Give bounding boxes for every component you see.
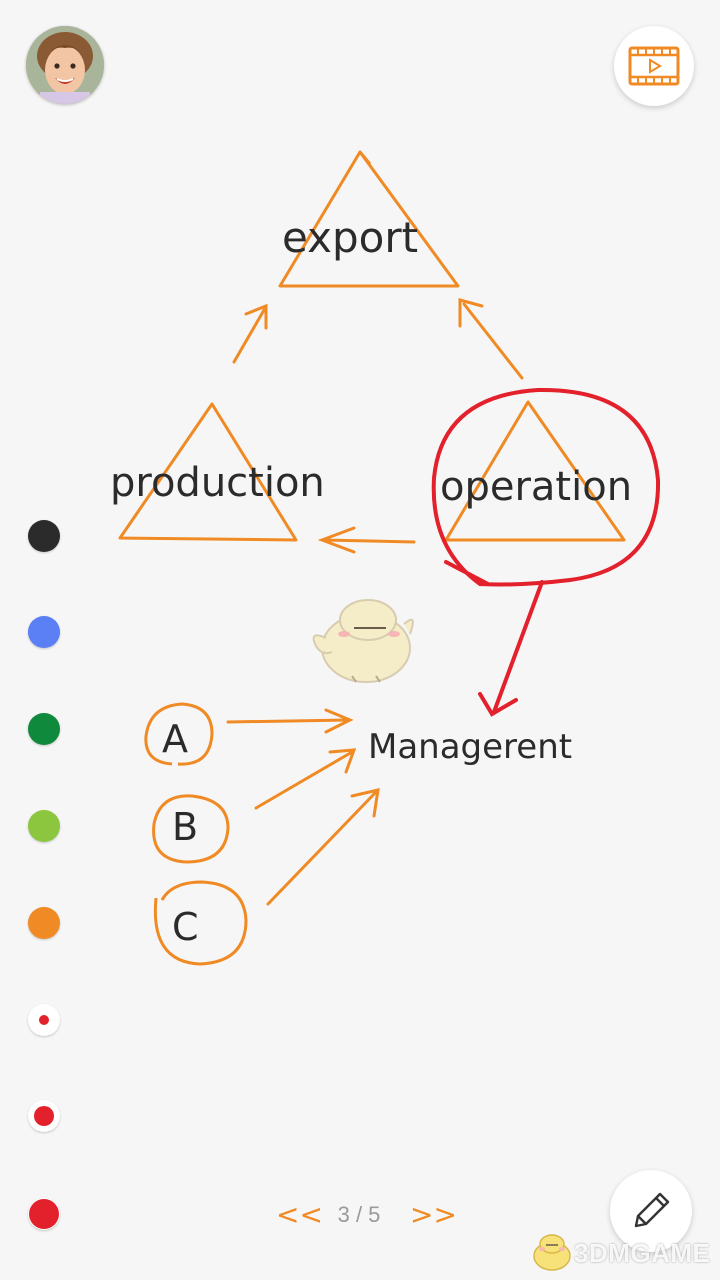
edit-button[interactable] [610, 1170, 692, 1252]
arrow-b [254, 748, 357, 810]
color-swatch-black[interactable] [28, 520, 60, 552]
label-operation: operation [440, 464, 632, 510]
pencil-icon [634, 1192, 670, 1228]
label-a: A [162, 717, 188, 761]
label-export: export [282, 213, 418, 262]
prev-page-button[interactable]: << [276, 1198, 323, 1231]
arrow-production-export [232, 303, 268, 364]
red-circle [431, 387, 661, 587]
color-swatch-orange[interactable] [28, 907, 60, 939]
brush-size-medium[interactable] [28, 1100, 60, 1132]
label-b: B [172, 805, 198, 849]
mascot-logo-icon [533, 1234, 571, 1271]
brush-size-small[interactable] [28, 1004, 60, 1036]
color-swatch-blue[interactable] [28, 616, 60, 648]
label-production: production [110, 460, 325, 506]
color-palette [24, 516, 64, 1236]
video-play-icon [628, 46, 680, 86]
brush-size-large[interactable] [28, 1198, 60, 1230]
video-button[interactable] [614, 26, 694, 106]
arrow-c [266, 788, 380, 906]
next-page-button[interactable]: >> [410, 1198, 457, 1231]
color-swatch-dark-green[interactable] [28, 713, 60, 745]
red-arrow [478, 580, 544, 717]
arrow-a [226, 708, 354, 734]
operation-triangle [444, 400, 626, 542]
watermark: 3DMGAME [528, 1228, 716, 1276]
circle-a [144, 702, 214, 766]
export-triangle [278, 150, 460, 288]
label-c: C [172, 905, 199, 949]
label-management: Managerent [368, 727, 572, 767]
mascot-sticker [312, 599, 414, 683]
arrow-operation-export [458, 298, 524, 380]
page-indicator: 3 / 5 [337, 1202, 381, 1227]
production-triangle [118, 402, 298, 542]
color-swatch-light-green[interactable] [28, 810, 60, 842]
child-avatar-photo [26, 26, 104, 104]
circle-b [152, 794, 230, 864]
page-navigator: << 3 / 5 >> [270, 1196, 457, 1236]
watermark-text: 3DMGAME [574, 1238, 711, 1268]
avatar[interactable] [26, 26, 104, 104]
circle-c [153, 880, 248, 966]
arrow-operation-production [317, 526, 416, 554]
